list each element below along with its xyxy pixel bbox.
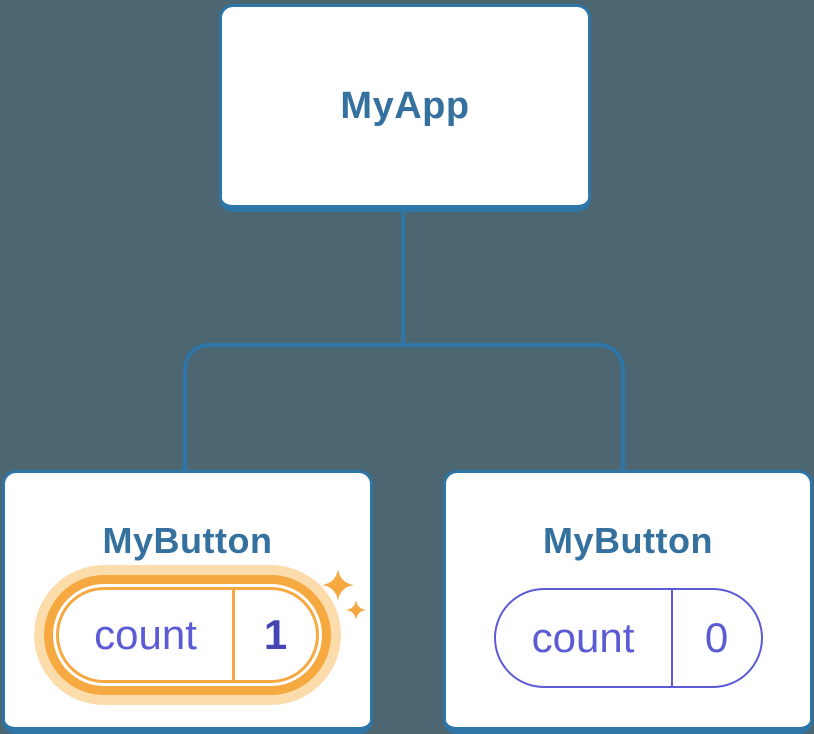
state-value-section: 0	[670, 590, 761, 686]
state-label: count	[94, 611, 197, 658]
state-label-section: count	[59, 590, 232, 680]
connector-branch-bracket	[183, 343, 625, 470]
state-label-section: count	[496, 590, 671, 686]
root-component-card: MyApp	[219, 4, 591, 212]
child-component-name: MyButton	[543, 520, 713, 561]
root-component-name: MyApp	[340, 84, 470, 127]
state-pill: count 0	[493, 588, 763, 688]
state-pill-highlighted: count 1	[56, 587, 319, 683]
state-label: count	[531, 614, 635, 661]
state-value: 0	[704, 614, 729, 661]
state-value: 1	[263, 611, 288, 658]
child-component-name: MyButton	[102, 520, 273, 561]
state-value-section: 1	[232, 590, 316, 680]
child-component-card-unchanged: MyButton count 0	[443, 470, 813, 734]
child-component-card-updated: MyButton count 1	[2, 470, 373, 734]
connector-root-stem	[401, 211, 405, 345]
sparkle-icon	[322, 569, 366, 620]
